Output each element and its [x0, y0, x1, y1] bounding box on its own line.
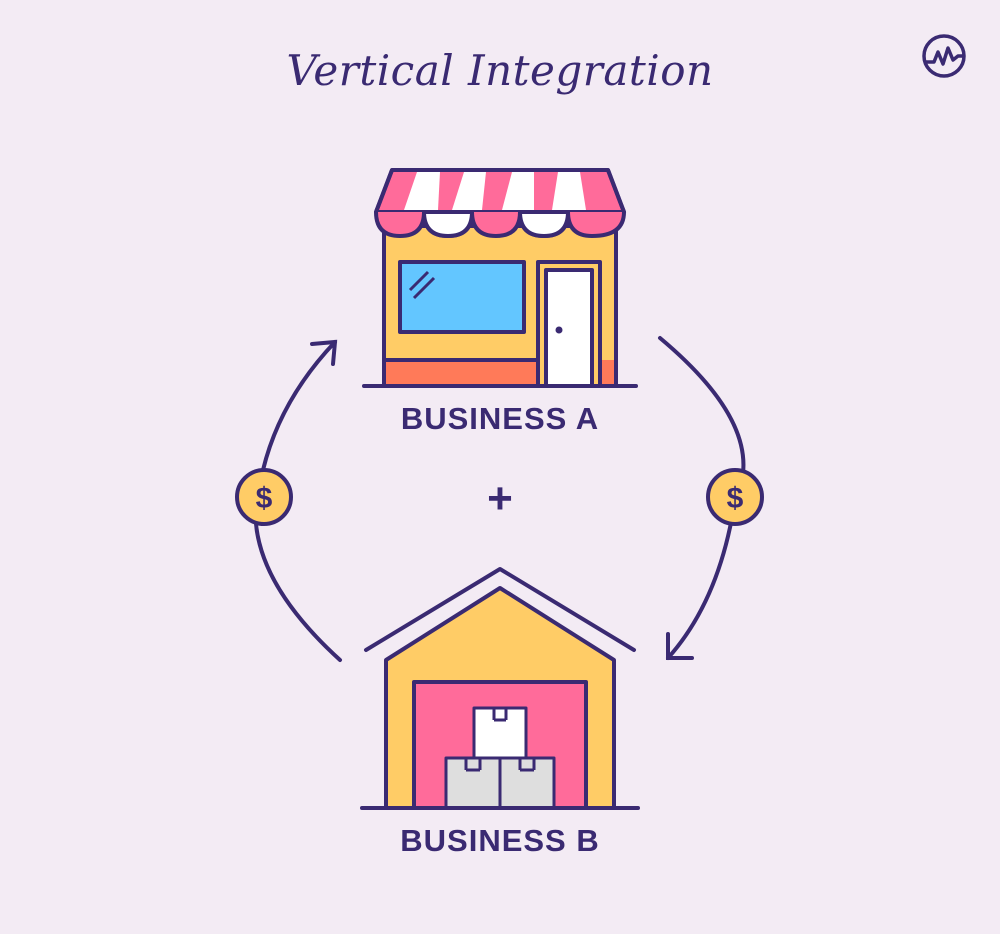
dollar-coin-icon-left: $ [235, 468, 293, 526]
dollar-symbol-right: $ [727, 482, 744, 515]
plus-symbol: + [487, 474, 513, 523]
dollar-symbol-left: $ [256, 482, 273, 515]
warehouse-icon [360, 567, 640, 810]
dollar-coin-icon-right: $ [706, 468, 764, 526]
storefront-icon [362, 168, 638, 388]
diagram-title: Vertical Integration [286, 46, 714, 95]
business-a-label: BUSINESS A [400, 401, 600, 436]
business-b-label: BUSINESS B [400, 823, 600, 858]
brand-logo-icon [922, 34, 966, 78]
